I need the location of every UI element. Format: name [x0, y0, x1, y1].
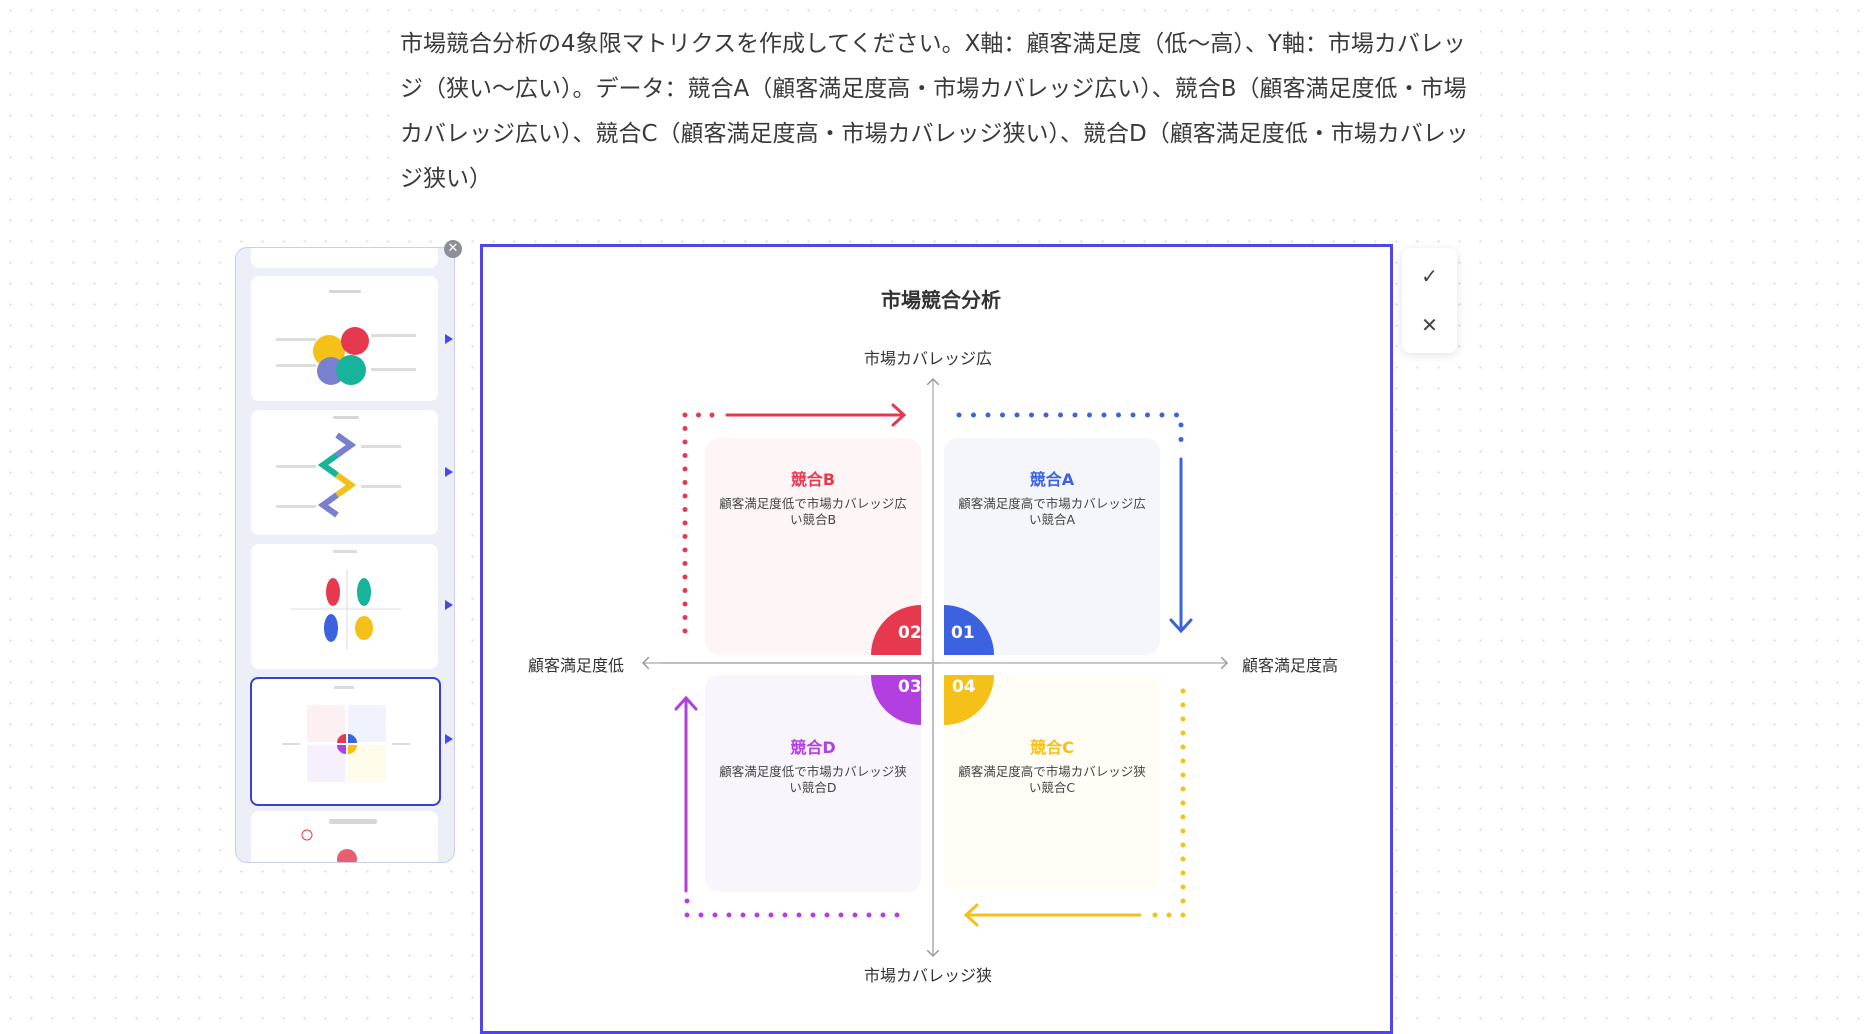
quadrant-card-d[interactable]: 競合D 顧客満足度低で市場カバレッジ狭い競合D — [705, 675, 921, 892]
close-panel-icon[interactable]: ✕ — [444, 240, 462, 258]
purple-dotted-path — [684, 898, 914, 918]
competitor-c-desc: 顧客満足度高で市場カバレッジ狭い競合C — [958, 764, 1146, 795]
red-arrow — [725, 403, 907, 427]
prompt-text: 市場競合分析の4象限マトリクスを作成してください。X軸：顧客満足度（低〜高）、Y… — [400, 22, 1480, 202]
diagram-title: 市場競合分析 — [881, 288, 1001, 312]
competitor-c-name: 競合C — [1030, 738, 1074, 757]
competitor-d-name: 競合D — [790, 738, 836, 757]
quadrant-card-a[interactable]: 競合A 顧客満足度高で市場カバレッジ広い競合A — [944, 438, 1160, 655]
competitor-d-desc: 顧客満足度低で市場カバレッジ狭い競合D — [719, 764, 907, 795]
y-axis-top-label: 市場カバレッジ広 — [864, 349, 993, 368]
template-thumbnail-3[interactable] — [251, 544, 438, 669]
yellow-arrow — [963, 903, 1142, 927]
badge-02-number: 02 — [898, 623, 922, 643]
puzzle-apple-preview-icon — [276, 327, 416, 385]
competitor-b-name: 競合B — [790, 470, 836, 489]
purple-arrow — [674, 695, 698, 893]
template-thumbnail-0[interactable] — [251, 248, 438, 268]
y-axis-bottom-label: 市場カバレッジ狭 — [864, 966, 993, 985]
template-thumbnail-1[interactable] — [251, 276, 438, 401]
badge-04-number: 04 — [952, 677, 976, 697]
template-thumbnail-2[interactable] — [251, 410, 438, 535]
quadrant-card-c[interactable]: 競合C 顧客満足度高で市場カバレッジ狭い競合C — [944, 675, 1160, 892]
template-thumbnail-5[interactable] — [251, 811, 438, 862]
quadrant-card-b[interactable]: 競合B 顧客満足度低で市場カバレッジ広い競合B — [705, 438, 921, 655]
thumbnail-arrow-icon — [445, 734, 453, 744]
reject-close-button[interactable]: ✕ — [1421, 313, 1438, 337]
blue-dotted-path — [956, 412, 1184, 450]
quadrant-matrix-preview-icon — [282, 686, 410, 782]
thumbnail-arrow-icon — [445, 467, 453, 477]
x-axis-right-label: 顧客満足度高 — [1242, 656, 1339, 675]
competitor-a-desc: 顧客満足度高で市場カバレッジ広い競合A — [958, 496, 1146, 527]
thumbnail-arrow-icon — [445, 600, 453, 610]
x-axis-left-label: 顧客満足度低 — [528, 656, 625, 675]
sports-quadrant-preview-icon — [291, 550, 401, 649]
template-thumbnail-4-selected[interactable] — [250, 677, 441, 806]
badge-01-number: 01 — [951, 623, 975, 643]
template-thumbnail-panel[interactable] — [235, 247, 455, 863]
competitor-b-desc: 顧客満足度低で市場カバレッジ広い競合B — [719, 496, 907, 527]
blue-arrow — [1169, 457, 1193, 634]
accept-reject-toolbar: ✓ ✕ — [1402, 248, 1457, 353]
diagram-canvas[interactable] — [480, 244, 1393, 1034]
thumbnail-preview-icon — [301, 829, 357, 862]
zigzag-chevron-preview-icon — [276, 432, 401, 518]
badge-03-number: 03 — [898, 677, 922, 697]
thumbnail-arrow-icon — [445, 334, 453, 344]
accept-check-button[interactable]: ✓ — [1421, 264, 1438, 288]
red-dotted-path — [682, 412, 717, 634]
yellow-dotted-path — [1147, 688, 1186, 918]
competitor-a-name: 競合A — [1029, 470, 1075, 489]
